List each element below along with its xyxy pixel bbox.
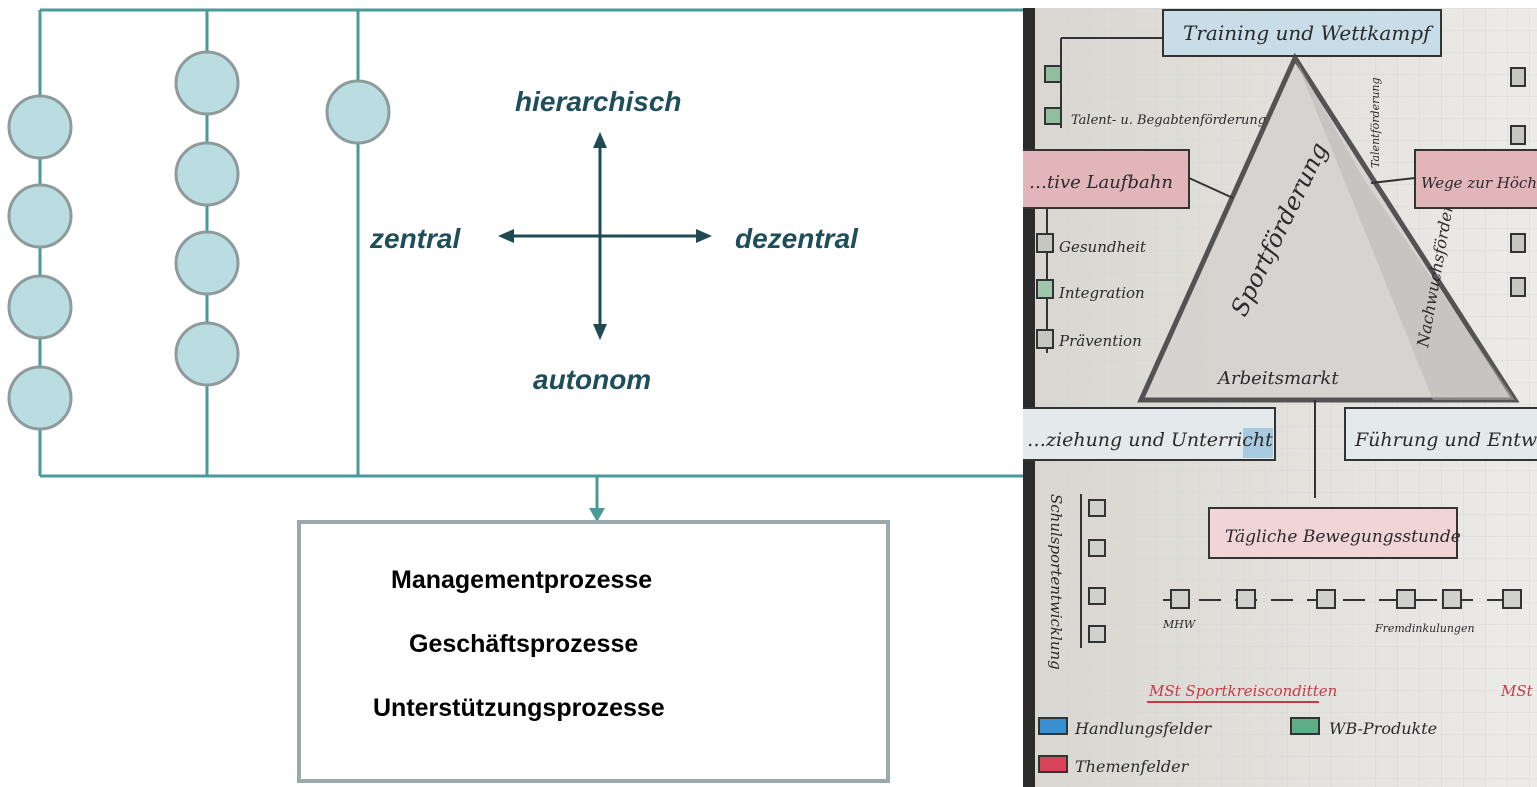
photo-top-box-text: Training und Wettkampf xyxy=(1183,21,1434,45)
photo-legend-themenfelder: Themenfelder xyxy=(1075,757,1190,776)
photo-left-blue-box: …ziehung und Unterricht xyxy=(1027,429,1273,451)
photo-item-praevention: Prävention xyxy=(1058,332,1142,350)
node xyxy=(174,141,240,207)
node xyxy=(174,50,240,116)
node xyxy=(7,183,73,249)
flipchart-photo: Training und Wettkampf Talent- u. Begabt… xyxy=(1023,8,1537,787)
photo-base-text: Arbeitsmarkt xyxy=(1216,368,1339,389)
photo-item-integration: Integration xyxy=(1058,284,1145,302)
photo-red-heading: MSt Sportkreisconditten xyxy=(1148,682,1337,700)
photo-bottom-right: Fremdinkulungen xyxy=(1374,622,1475,635)
node xyxy=(7,94,73,160)
photo-right-blue-box: Führung und Entw… xyxy=(1354,429,1537,451)
photo-right-red-box: Wege zur Höchst… xyxy=(1421,174,1537,192)
photo-vertical-top: Talentförderung xyxy=(1369,77,1382,168)
process-support: Unterstützungsprozesse xyxy=(373,694,665,722)
connector-arrowhead xyxy=(589,508,605,522)
legend-swatch-green xyxy=(1290,717,1320,735)
photo-vertical-left: Schulsportentwicklung xyxy=(1047,494,1065,670)
legend-swatch-red xyxy=(1038,755,1068,773)
photo-legend-wb-produkte: WB-Produkte xyxy=(1329,719,1437,738)
flipchart-drawing: Training und Wettkampf Talent- u. Begabt… xyxy=(1023,8,1537,787)
axis-label-autonom: autonom xyxy=(533,364,652,395)
node xyxy=(7,274,73,340)
photo-bottom-left: MHW xyxy=(1162,618,1197,631)
axis-label-zentral: zentral xyxy=(370,223,461,254)
column-nodes xyxy=(7,50,391,431)
node xyxy=(174,321,240,387)
photo-center-red-box: Tägliche Bewegungsstunde xyxy=(1225,527,1461,547)
process-box: Managementprozesse Geschäftsprozesse Unt… xyxy=(297,520,890,783)
axis-cross xyxy=(498,132,712,340)
photo-talent-item: Talent- u. Begabtenförderung xyxy=(1071,113,1266,128)
process-business: Geschäftsprozesse xyxy=(409,630,639,658)
photo-item-gesundheit: Gesundheit xyxy=(1059,238,1147,256)
photo-red-heading-right: MSt xyxy=(1500,682,1534,700)
node xyxy=(325,79,391,145)
photo-left-red-box: …tive Laufbahn xyxy=(1029,172,1173,193)
axis-label-dezentral: dezentral xyxy=(735,223,858,254)
process-management: Managementprozesse xyxy=(391,566,653,594)
axis-label-hierarchisch: hierarchisch xyxy=(515,86,682,117)
photo-legend-handlungsfelder: Handlungsfelder xyxy=(1074,719,1212,738)
node xyxy=(174,230,240,296)
legend-swatch-blue xyxy=(1038,717,1068,735)
node xyxy=(7,365,73,431)
